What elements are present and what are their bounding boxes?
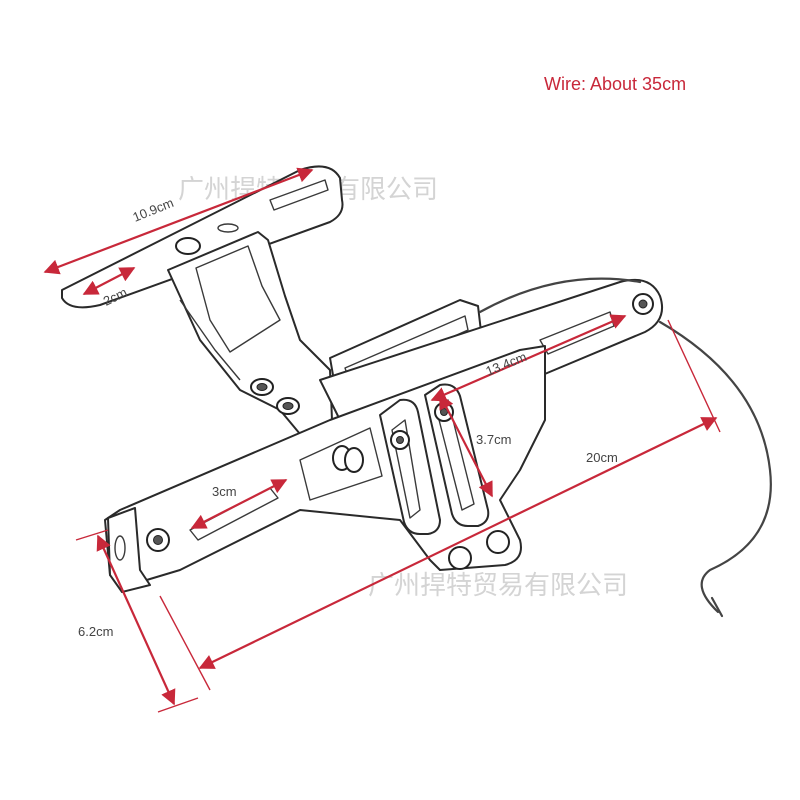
dim-label-plate-width: 10.9cm	[131, 195, 176, 225]
watermark-bottom: 广州捍特贸易有限公司	[368, 571, 628, 601]
dimension-lines	[43, 167, 721, 713]
wire-length-note: Wire: About 35cm	[544, 74, 686, 94]
wire	[478, 277, 642, 314]
dim-label-slot-vertical: 3.7cm	[476, 432, 511, 447]
dim-label-total-length: 20cm	[586, 450, 618, 465]
dim-label-height: 6.2cm	[78, 624, 113, 639]
dim-label-slot-lower: 3cm	[212, 484, 237, 499]
bracket-part	[61, 165, 772, 618]
